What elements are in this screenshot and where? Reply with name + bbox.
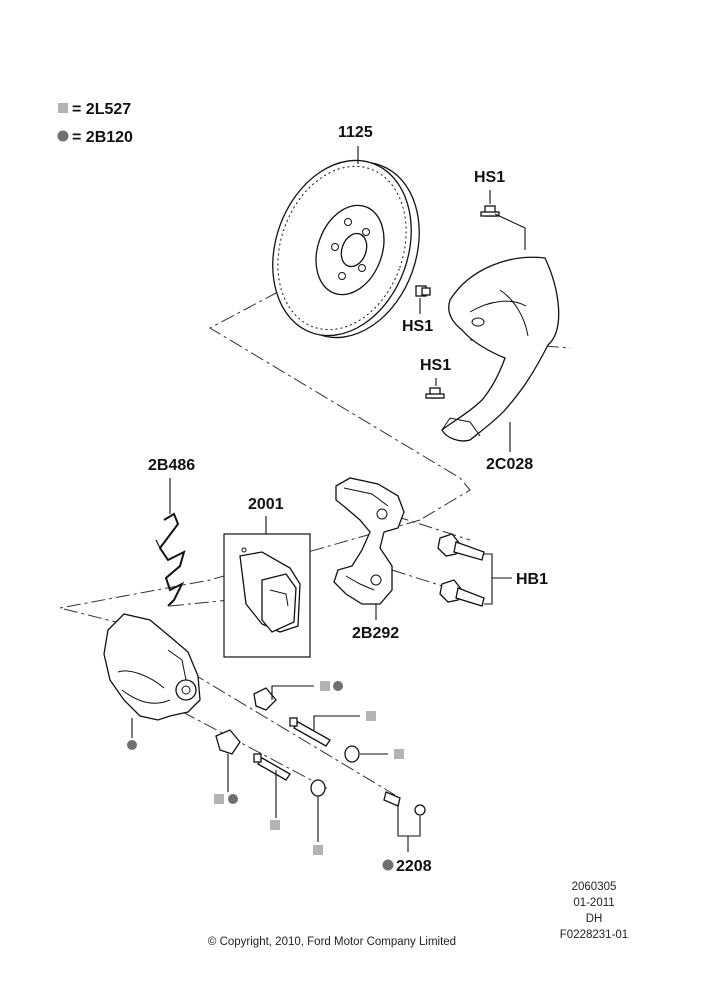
footer-ref-3: DH [586,913,603,925]
assembly-line-bolt-upper [394,515,471,541]
bleed-screw-body [383,791,401,807]
bracket-bolts: HB1 [437,533,548,607]
caliper-window [117,670,165,689]
shield-screws: HS1 HS1 HS1 [402,169,526,399]
legend-square-text: = 2L527 [72,101,131,118]
guide-cap-lower [310,779,326,797]
guide-pin-upper [293,721,331,747]
bush-lower-circle-symbol [228,794,238,804]
bracket-edge [343,487,389,507]
label-shield: 2C028 [486,456,533,473]
assembly-line-clip [169,599,231,607]
pin-lower-square-symbol [270,820,280,830]
caliper-housing [103,613,201,721]
guide-pin-lower-head [253,753,262,763]
bush-upper-square-symbol [320,681,330,691]
label-clip: 2B486 [148,457,195,474]
disc-centre-bore [340,232,368,268]
pad-kit: 2001 [223,496,311,658]
guide-cap-upper [344,745,360,763]
caliper-guide-boss [175,679,197,701]
splash-shield: 2C028 [441,256,560,473]
label-hs1-mid: HS1 [402,318,433,335]
legend-circle-symbol [57,130,69,142]
caliper-edge [167,649,187,681]
screw-hs1-top-flange [480,211,500,217]
bleed-circle-symbol [382,859,394,871]
clip-wire [158,512,186,607]
caliper-window [121,689,171,704]
assembly-line-bracket [59,519,421,629]
disc-stud-hole [362,228,370,236]
bush-upper-circle-symbol [333,681,343,691]
label-bracket: 2B292 [352,625,399,642]
label-bolts: HB1 [516,571,548,588]
pad-kit-pin [241,547,247,553]
bracket-edge [345,575,375,591]
disc-stud-hole [344,218,352,226]
brake-pad-inner [261,573,297,633]
footer-ref-2: 01-2011 [573,897,614,909]
cap-lower-square-symbol [313,845,323,855]
bolt-hb1-upper-shank [453,541,485,561]
footer-ref-1: 2060305 [572,881,617,893]
cap-upper-square-symbol [394,749,404,759]
shield-tab [441,417,481,437]
disc-stud-hole [338,272,346,280]
screw-hs1-mid-flange [421,287,431,296]
assembly-lines [59,291,571,796]
leader-pin-upper [313,715,360,730]
caliper-grease-symbol [127,740,137,750]
label-pads: 2001 [248,496,284,513]
legend: = 2L527 = 2B120 [57,101,133,146]
guide-bush-lower [215,729,241,755]
guide-pin-upper-head [289,717,298,727]
screw-hs1-low-flange [425,393,445,399]
footer-ref-4: F0228231-01 [560,929,628,941]
assembly-line-disc [208,291,471,521]
shield-plate [441,256,560,442]
bracket-bolt-hole [370,574,382,586]
label-bleed: 2208 [396,858,432,875]
legend-circle-text: = 2B120 [72,129,133,146]
bracket-body [333,477,405,605]
pin-upper-square-symbol [366,711,376,721]
footer-copyright: © Copyright, 2010, Ford Motor Company Li… [208,936,456,948]
leader-bleed-bracket [397,806,421,837]
clip-end [155,539,161,549]
label-disc: 1125 [338,124,373,141]
leader-hs1-top-fit [494,213,526,250]
caliper-body [103,613,201,750]
caliper-guide-bore [181,685,191,695]
anti-rattle-clip: 2B486 [148,457,195,607]
bleed-screw: 2208 [382,791,432,875]
legend-square-symbol [58,103,68,113]
caliper-bracket: 2B292 [333,477,405,642]
leader-bolts-bracket [484,553,493,605]
assembly-line-guide-upper [169,659,396,796]
footer: 2060305 01-2011 DH F0228231-01 © Copyrig… [208,881,628,948]
disc-stud-hole [358,264,366,272]
label-hs1-top: HS1 [474,169,505,186]
pad-clip [269,589,289,607]
assembly-line-guide-lower [159,699,331,791]
guide-pin-lower [257,757,291,781]
leader-bush-upper [271,685,314,700]
bolt-hb1-lower-shank [455,587,485,607]
disc-stud-hole [331,243,339,251]
shield-mount-hole [471,317,485,327]
guide-bush-upper [253,687,277,711]
guide-components [214,681,404,855]
brake-disc: 1125 [272,124,420,339]
bleed-screw-cap [414,804,426,816]
label-hs1-low: HS1 [420,357,451,374]
bracket-bolt-hole [376,508,388,520]
shield-contour [499,289,529,337]
bush-lower-square-symbol [214,794,224,804]
shield-contour [469,300,527,313]
